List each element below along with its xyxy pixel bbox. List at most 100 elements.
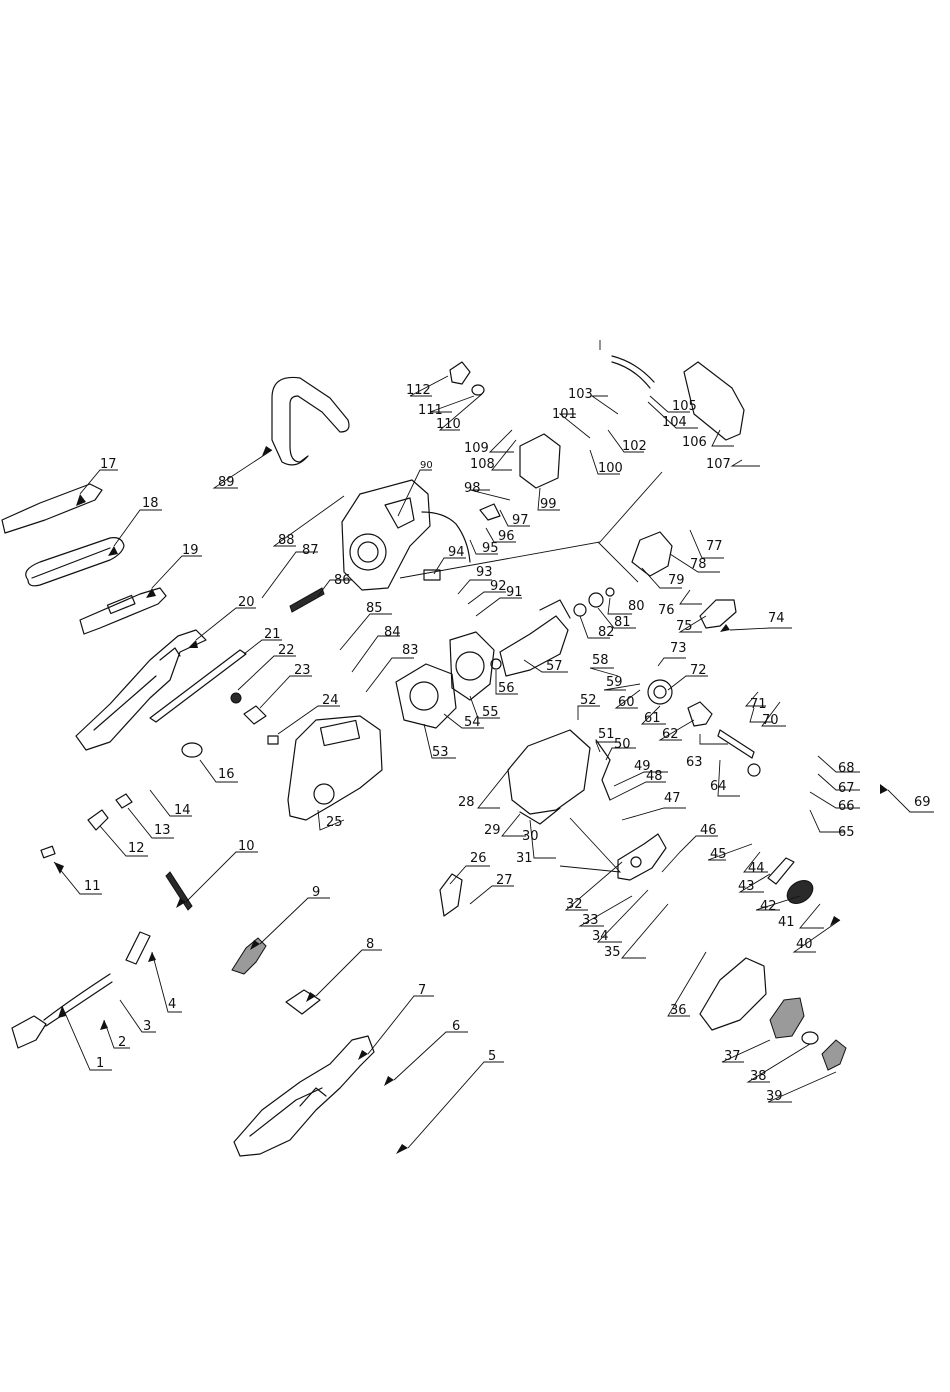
callout-37: 37 — [724, 1049, 741, 1064]
callout-3: 3 — [143, 1019, 151, 1034]
callout-40: 40 — [796, 937, 813, 952]
knob-drawing — [769, 997, 805, 1039]
callout-111: 111 — [418, 403, 443, 418]
callout-36: 36 — [670, 1003, 687, 1018]
callout-18: 18 — [142, 496, 159, 511]
callout-112: 112 — [406, 383, 431, 398]
callout-43: 43 — [738, 879, 755, 894]
callout-98: 98 — [464, 481, 481, 496]
callout-86: 86 — [334, 573, 351, 588]
callout-59: 59 — [606, 675, 623, 690]
callout-47: 47 — [664, 791, 681, 806]
callout-4: 4 — [168, 997, 176, 1012]
callout-109: 109 — [464, 441, 489, 456]
callout-27: 27 — [496, 873, 513, 888]
stator-drawing — [395, 663, 457, 729]
sprocket-cover-drawing — [699, 957, 767, 1031]
callout-25: 25 — [326, 815, 343, 830]
callout-38: 38 — [750, 1069, 767, 1084]
callout-11: 11 — [84, 879, 101, 894]
plug-cable-drawing — [11, 1015, 47, 1049]
callout-54: 54 — [464, 715, 481, 730]
guide-bar-drawing — [79, 587, 167, 635]
callout-63: 63 — [686, 755, 703, 770]
arrow-marks — [54, 446, 888, 1154]
part-drawings — [1, 355, 847, 1157]
callout-39: 39 — [766, 1089, 783, 1104]
callout-30: 30 — [522, 829, 539, 844]
callout-65: 65 — [838, 825, 855, 840]
callout-88: 88 — [278, 533, 295, 548]
leader-lines — [53, 340, 934, 1149]
callout-35: 35 — [604, 945, 621, 960]
callout-80: 80 — [628, 599, 645, 614]
callout-110: 110 — [436, 417, 461, 432]
callout-97: 97 — [512, 513, 529, 528]
callout-10: 10 — [238, 839, 255, 854]
callout-91: 91 — [506, 585, 523, 600]
callout-9: 9 — [312, 885, 320, 900]
callout-6: 6 — [452, 1019, 460, 1034]
strip-21-drawing — [149, 649, 247, 723]
callout-108: 108 — [470, 457, 495, 472]
callout-51: 51 — [598, 727, 615, 742]
callout-29: 29 — [484, 823, 501, 838]
callout-31: 31 — [516, 851, 533, 866]
switch-box-drawing — [519, 433, 561, 489]
main-housing-drawing — [287, 715, 383, 821]
callout-81: 81 — [614, 615, 631, 630]
callout-92: 92 — [490, 579, 507, 594]
callout-33: 33 — [582, 913, 599, 928]
callout-85: 85 — [366, 601, 383, 616]
callout-89: 89 — [218, 475, 235, 490]
callout-87: 87 — [302, 543, 319, 558]
callout-105: 105 — [672, 399, 697, 414]
chain-guard-drawing — [1, 483, 103, 534]
callout-90: 90 — [420, 460, 433, 471]
saw-chain-drawing — [25, 537, 125, 587]
callout-94: 94 — [448, 545, 465, 560]
callout-76: 76 — [658, 603, 675, 618]
callout-32: 32 — [566, 897, 583, 912]
callout-71: 71 — [750, 697, 767, 712]
callout-45: 45 — [710, 847, 727, 862]
bracket-drawing — [439, 873, 463, 917]
callout-34: 34 — [592, 929, 609, 944]
callout-70: 70 — [762, 713, 779, 728]
gear-cover-drawing — [631, 531, 673, 577]
callout-49: 49 — [634, 759, 651, 774]
callout-64: 64 — [710, 779, 727, 794]
callout-74: 74 — [768, 611, 785, 626]
callout-75: 75 — [676, 619, 693, 634]
bolt-39-drawing — [821, 1039, 847, 1071]
gear-housing-drawing — [507, 729, 591, 815]
callout-77: 77 — [706, 539, 723, 554]
callout-23: 23 — [294, 663, 311, 678]
callout-104: 104 — [662, 415, 687, 430]
callout-42: 42 — [760, 899, 777, 914]
handle-cover-drawing — [233, 1035, 375, 1157]
callout-66: 66 — [838, 799, 855, 814]
callout-60: 60 — [618, 695, 635, 710]
callout-22: 22 — [278, 643, 295, 658]
callout-46: 46 — [700, 823, 717, 838]
callout-79: 79 — [668, 573, 685, 588]
callout-16: 16 — [218, 767, 235, 782]
callout-82: 82 — [598, 625, 615, 640]
callout-56: 56 — [498, 681, 515, 696]
callout-labels: 1 2 3 4 5 6 7 8 9 10 11 12 13 14 16 17 1… — [84, 383, 931, 1104]
callout-95: 95 — [482, 541, 499, 556]
callout-24: 24 — [322, 693, 339, 708]
callout-8: 8 — [366, 937, 374, 952]
callout-1: 1 — [96, 1056, 104, 1071]
callout-12: 12 — [128, 841, 145, 856]
callout-67: 67 — [838, 781, 855, 796]
callout-61: 61 — [644, 711, 661, 726]
clamp-drawing — [699, 599, 737, 629]
armature-drawing — [499, 615, 569, 677]
callout-17: 17 — [100, 457, 117, 472]
callout-2: 2 — [118, 1035, 126, 1050]
callout-62: 62 — [662, 727, 679, 742]
